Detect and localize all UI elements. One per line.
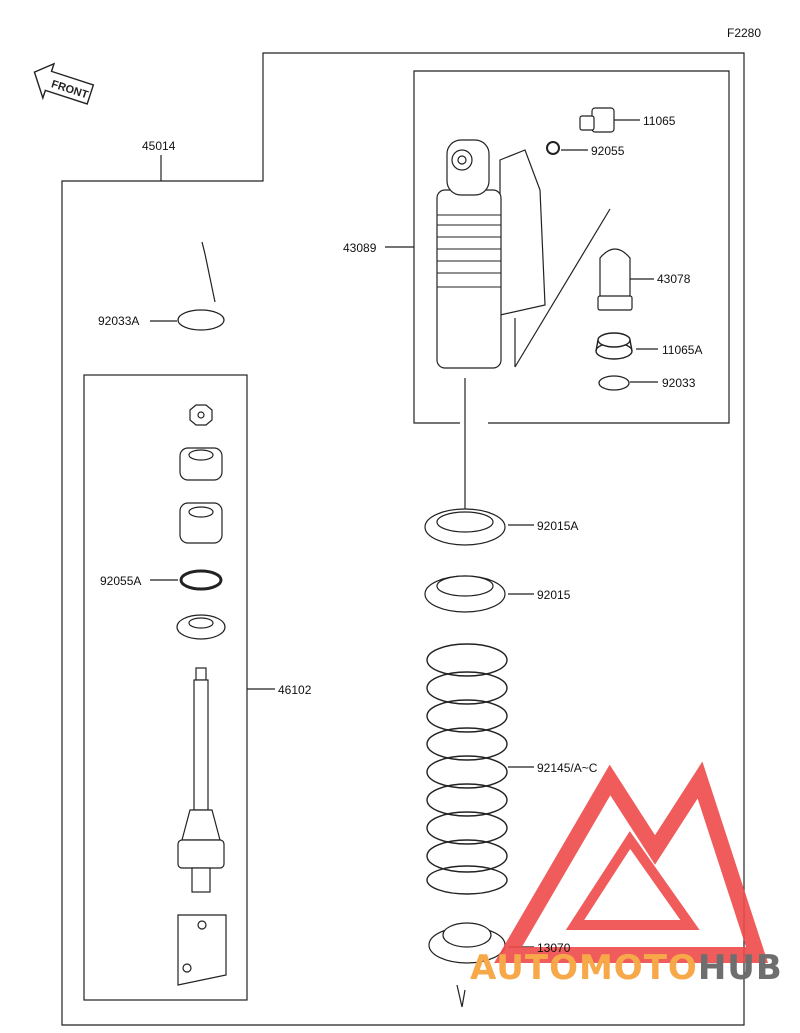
label-rod-assembly: 46102: [278, 683, 312, 697]
label-cylinder: 43089: [343, 241, 377, 255]
label-spring-guide: 13070: [537, 941, 571, 955]
rod-group-box: [83, 374, 248, 1001]
label-bladder: 43078: [657, 272, 691, 286]
label-o-ring-small: 92055: [591, 144, 625, 158]
label-nut: 92015: [537, 588, 571, 602]
bladder-part: [597, 248, 633, 311]
diagram-code: F2280: [727, 26, 762, 40]
nut-part: [424, 575, 506, 613]
spring-part: [426, 643, 508, 895]
o-ring-small-part: [546, 141, 560, 155]
label-o-ring-a: 92055A: [100, 574, 142, 588]
shock-cylinder-part: [436, 139, 546, 369]
o-ring-a-part: [179, 569, 223, 591]
label-cap: 11065A: [662, 343, 703, 357]
label-nut-a: 92015A: [537, 519, 579, 533]
label-assembly: 45014: [142, 139, 176, 153]
assembly-outline: [61, 52, 745, 1026]
watermark-text: AUTOMOTOHUB: [470, 948, 783, 988]
cap-part: [595, 332, 633, 360]
front-arrow-icon: FRONT: [33, 62, 95, 105]
nut-a-part: [424, 508, 506, 546]
watermark-part2: HUB: [697, 948, 783, 988]
watermark-logo-icon: [494, 761, 769, 963]
circlip-part: [598, 375, 630, 391]
rod-assembly-parts: [176, 404, 227, 986]
label-valve: 11065: [643, 114, 676, 128]
cylinder-group-box: [413, 70, 730, 424]
watermark-part1: AUTOMOTO: [470, 948, 698, 988]
label-spring: 92145/A~C: [537, 761, 598, 775]
circlip-a-part: [177, 309, 225, 331]
label-circlip: 92033: [662, 376, 696, 390]
valve-part: [579, 107, 615, 133]
label-circlip-a: 92033A: [98, 314, 140, 328]
